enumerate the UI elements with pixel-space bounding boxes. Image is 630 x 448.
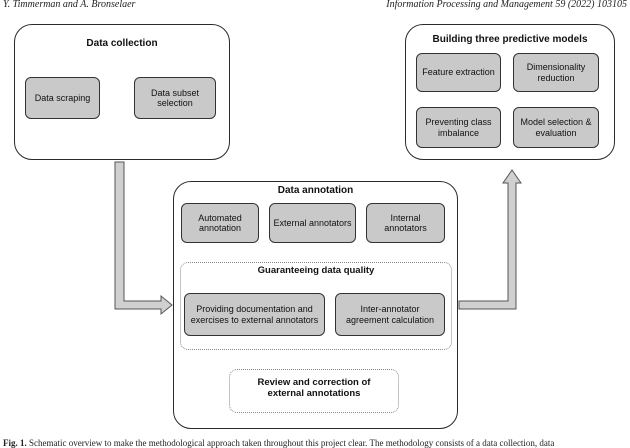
step-inter-annotator-agreement: Inter-annotator agreement calculation (335, 293, 445, 336)
caption-text: Schematic overview to make the methodolo… (29, 438, 555, 448)
data-collection-panel: Data collection Data scraping Data subse… (14, 24, 230, 160)
quality-title: Guaranteeing data quality (257, 265, 375, 276)
annotator-automated: Automated annotation (181, 203, 259, 243)
annotator-internal: Internal annotators (366, 203, 445, 243)
figure-caption: Fig. 1. Schematic overview to make the m… (3, 438, 627, 448)
running-header-authors: Y. Timmerman and A. Bronselaer (3, 0, 136, 10)
data-annotation-title: Data annotation (277, 185, 354, 196)
data-collection-title: Data collection (86, 38, 158, 49)
step-feature-extraction: Feature extraction (416, 53, 501, 92)
step-providing-documentation: Providing documentation and exercises to… (184, 293, 325, 336)
flow-arrow-collection-to-annotation (114, 161, 173, 316)
quality-group: Guaranteeing data quality Providing docu… (180, 262, 452, 350)
review-group: Review and correction of external annota… (229, 369, 399, 413)
step-preventing-class-imbalance: Preventing class imbalance (416, 107, 501, 148)
annotator-external: External annotators (269, 203, 356, 243)
data-annotation-panel: Data annotation Automated annotation Ext… (173, 181, 458, 429)
caption-label: Fig. 1. (3, 438, 27, 448)
step-model-selection-evaluation: Model selection & evaluation (513, 107, 599, 148)
predictive-models-panel: Building three predictive models Feature… (405, 24, 615, 160)
review-title: Review and correction of external annota… (257, 377, 371, 400)
running-header-journal: Information Processing and Management 59… (386, 0, 627, 10)
predictive-models-title: Building three predictive models (432, 34, 588, 45)
step-data-subset-selection: Data subset selection (134, 77, 216, 119)
flow-arrow-annotation-to-models (458, 169, 522, 310)
step-data-scraping: Data scraping (25, 77, 100, 119)
step-dimensionality-reduction: Dimensionality reduction (513, 53, 599, 92)
